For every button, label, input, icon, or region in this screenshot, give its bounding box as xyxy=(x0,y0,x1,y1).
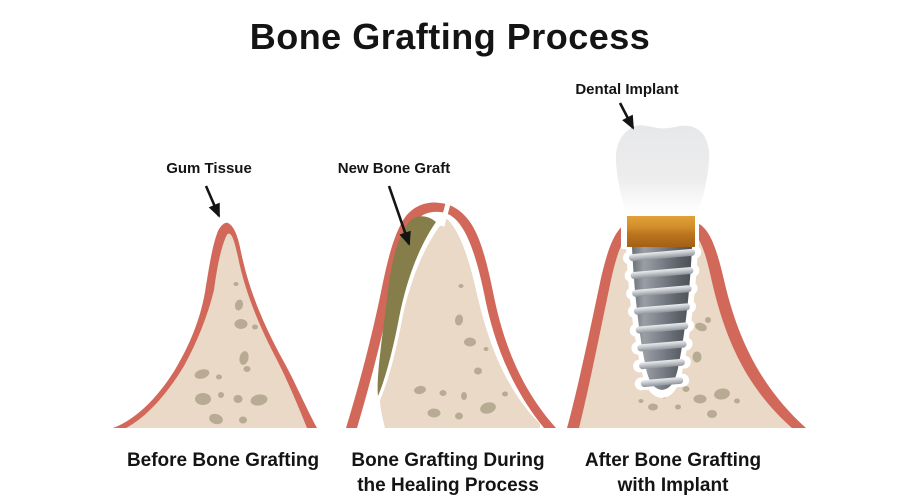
bone-fill xyxy=(126,233,307,428)
caption-during: Bone Grafting During the Healing Process xyxy=(318,448,578,498)
during-figure xyxy=(346,185,556,428)
bone-graft-fill xyxy=(377,216,436,396)
gum-tissue-arrow xyxy=(204,185,221,218)
new-bone-graft-arrow xyxy=(387,185,411,246)
caption-line: the Healing Process xyxy=(357,475,539,496)
caption-before: Before Bone Grafting xyxy=(93,448,353,473)
caption-line: After Bone Grafting xyxy=(584,450,762,471)
gum-flap-split xyxy=(439,199,452,227)
callout-gum-tissue: Gum Tissue xyxy=(166,160,252,177)
bone-spots xyxy=(414,284,508,420)
implant-abutment xyxy=(627,212,695,247)
callout-new-bone-graft: New Bone Graft xyxy=(337,160,451,177)
dental-implant-arrow xyxy=(618,102,635,130)
bone-spots xyxy=(194,282,268,425)
caption-line: Before Bone Grafting xyxy=(126,450,320,471)
caption-after: After Bone Grafting with Implant xyxy=(543,448,803,498)
callout-dental-implant: Dental Implant xyxy=(575,81,679,98)
page-title: Bone Grafting Process xyxy=(249,16,651,57)
after-figure xyxy=(567,102,806,428)
caption-line: with Implant xyxy=(617,475,729,496)
caption-line: Bone Grafting During xyxy=(351,450,545,471)
before-figure xyxy=(113,185,317,428)
implant-screw-threads xyxy=(628,248,696,388)
implant-crown xyxy=(615,125,710,216)
implant-screw-body xyxy=(632,247,692,390)
